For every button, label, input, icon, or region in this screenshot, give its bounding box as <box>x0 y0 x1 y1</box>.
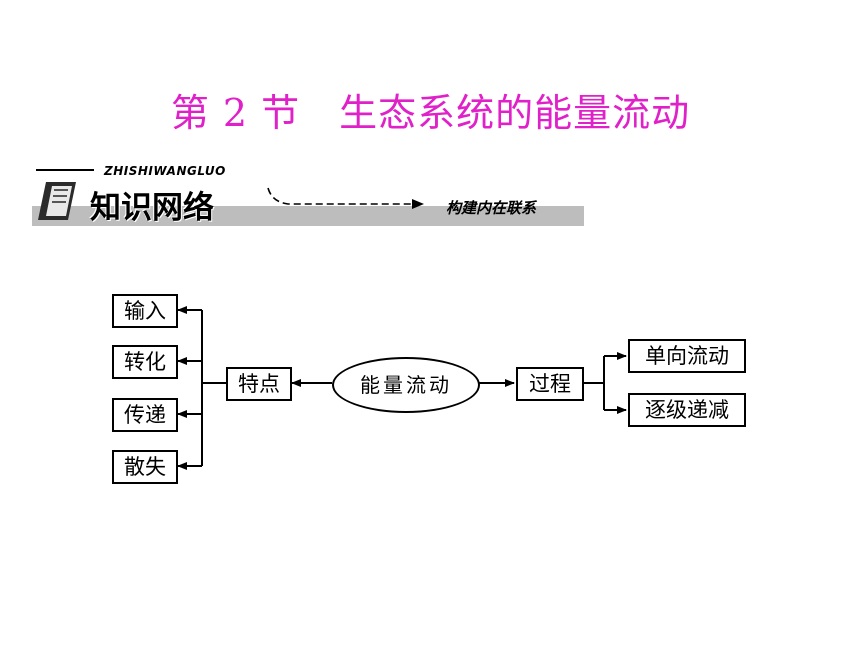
banner-subtitle: ZHISHIWANGLUO <box>104 164 226 178</box>
feature-input-box: 输入 <box>112 294 178 328</box>
process-one-way-box: 单向流动 <box>628 339 746 373</box>
banner-heading: 知识网络 <box>90 190 214 226</box>
book-icon <box>38 182 76 220</box>
process-decreasing-box: 逐级递减 <box>628 393 746 427</box>
knowledge-network-banner: ZHISHIWANGLUO 知识网络 构建内在联系 <box>32 162 584 230</box>
energy-flow-node: 能量流动 <box>332 357 480 413</box>
feature-loss-box: 散失 <box>112 450 178 484</box>
banner-graphic <box>32 169 584 226</box>
page-title: 第 2 节 生态系统的能量流动 <box>170 91 691 135</box>
banner-tagline: 构建内在联系 <box>446 199 537 217</box>
features-box: 特点 <box>226 367 292 401</box>
process-box: 过程 <box>516 367 584 401</box>
feature-transfer-box: 传递 <box>112 398 178 432</box>
feature-conversion-box: 转化 <box>112 345 178 379</box>
